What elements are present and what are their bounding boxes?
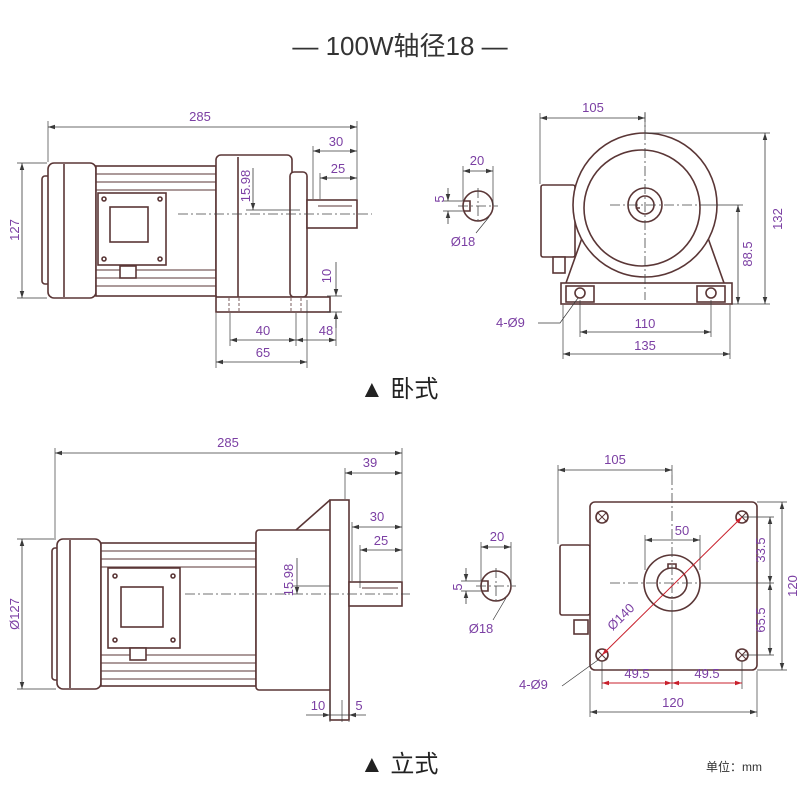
- terminal-box: [107, 567, 181, 649]
- keyway: [635, 202, 640, 209]
- dim-height: 132: [770, 208, 785, 230]
- gearbox-housing: [255, 529, 333, 691]
- screw: [101, 256, 107, 262]
- cable-gland: [552, 256, 566, 274]
- dim-hole-pitch: 40: [256, 323, 270, 338]
- horizontal-side-view: 285 30 25 127 40 48 65 10 15.98: [7, 109, 372, 368]
- dim-key-length: 25: [374, 533, 388, 548]
- dim-flange-to-end: 39: [363, 455, 377, 470]
- dim-shaft-width: 20: [490, 529, 504, 544]
- screw: [112, 573, 118, 579]
- cable-gland: [129, 647, 147, 661]
- caption-vertical: ▲ 立式: [360, 751, 438, 778]
- center-lines: [610, 112, 700, 300]
- dim-key-depth: 5: [450, 583, 465, 590]
- dim-diameter: Ø127: [7, 598, 22, 630]
- screw: [170, 637, 176, 643]
- gearbox-output-cover: [289, 171, 308, 298]
- dim-shaft-diameter: Ø18: [469, 621, 494, 636]
- dim-key-depth: 5: [432, 195, 447, 202]
- horizontal-front-view: 105 132 88.5 4-Ø9 110 135: [496, 100, 785, 359]
- dim-shaft-length: 30: [329, 134, 343, 149]
- gearbox-housing: [215, 154, 293, 301]
- dim-offset: 105: [604, 452, 626, 467]
- dim-key-height: 15.98: [281, 564, 296, 597]
- bolt-hole: [574, 287, 586, 299]
- terminal-box-cover: [120, 586, 164, 628]
- page-title: — 100W轴径18 —: [292, 31, 507, 61]
- dim-center-height: 88.5: [740, 241, 755, 266]
- unit-label: 单位：mm: [706, 759, 762, 774]
- caption-horizontal: ▲ 卧式: [360, 376, 438, 403]
- keyway: [463, 200, 471, 212]
- vertical-side-view: 285 39 30 25 Ø127 15.98 10 5: [7, 435, 410, 722]
- mounting-flange: [329, 499, 350, 721]
- dim-length-total: 285: [217, 435, 239, 450]
- dim-spigot: 5: [355, 698, 362, 713]
- extension-lines: [538, 113, 770, 359]
- terminal-box-screws: [112, 573, 176, 643]
- output-shaft: [348, 581, 403, 607]
- dim-lower: 65.5: [753, 607, 768, 632]
- extension-lines: [461, 542, 512, 621]
- shaft-center-cross: [458, 188, 498, 224]
- dim-hole-pitch: 110: [635, 316, 656, 331]
- screw: [170, 573, 176, 579]
- screw: [101, 196, 107, 202]
- dim-length-total: 285: [189, 109, 211, 124]
- dim-shaft-diameter: Ø18: [451, 234, 476, 249]
- dim-shaft-length: 30: [370, 509, 384, 524]
- terminal-box-screws: [101, 196, 163, 262]
- dim-shaft-width: 20: [470, 153, 484, 168]
- terminal-box: [559, 544, 591, 616]
- vertical-shaft-section: 20 5 Ø18: [450, 529, 516, 636]
- horizontal-shaft-section: 20 5 Ø18: [432, 153, 498, 249]
- dim-width: 120: [662, 695, 684, 710]
- cable-gland: [573, 619, 589, 635]
- dim-half-right: 49.5: [694, 666, 719, 681]
- shaft-center-cross: [476, 568, 516, 604]
- dim-height: 127: [7, 219, 22, 241]
- end-cover: [47, 162, 97, 299]
- end-cover: [56, 538, 102, 690]
- dim-foot-length: 65: [256, 345, 270, 360]
- dim-base-width: 135: [634, 338, 656, 353]
- dim-half-left: 49.5: [624, 666, 649, 681]
- dim-height: 120: [785, 575, 800, 597]
- terminal-box: [540, 184, 576, 258]
- dim-upper: 33.5: [753, 537, 768, 562]
- dim-flange-thickness: 10: [311, 698, 325, 713]
- extension-lines: [17, 448, 403, 722]
- terminal-box: [97, 192, 167, 266]
- housing-inner-circle: [583, 149, 701, 267]
- dim-holes: 4-Ø9: [519, 677, 548, 692]
- dim-key-length: 25: [331, 161, 345, 176]
- housing-legs: [565, 237, 725, 284]
- dim-spigot-width: 50: [675, 523, 689, 538]
- vertical-flange-view: 105 50 33.5 65.5 120 Ø140 4-Ø9 49.5 49.5…: [519, 452, 800, 717]
- dim-foot-thickness: 10: [319, 269, 334, 283]
- screw: [112, 637, 118, 643]
- mounting-foot: [215, 296, 331, 313]
- cable-gland: [119, 265, 137, 279]
- pitch-circle-diagonal: [601, 516, 743, 656]
- cooling-fins: [96, 173, 216, 287]
- keyway: [481, 580, 489, 592]
- dim-key-height: 15.98: [238, 170, 253, 203]
- extension-lines: [443, 166, 494, 234]
- screw: [157, 196, 163, 202]
- bolt-hole: [705, 287, 717, 299]
- foot-hole-lines: [228, 298, 302, 311]
- dim-holes: 4-Ø9: [496, 315, 525, 330]
- terminal-box-cover: [109, 206, 149, 243]
- flange-rib: [295, 499, 331, 531]
- dim-offset: 105: [582, 100, 604, 115]
- cooling-fins: [101, 550, 256, 680]
- dim-hole-to-end: 48: [319, 323, 333, 338]
- base-plate: [560, 282, 733, 305]
- screw: [157, 256, 163, 262]
